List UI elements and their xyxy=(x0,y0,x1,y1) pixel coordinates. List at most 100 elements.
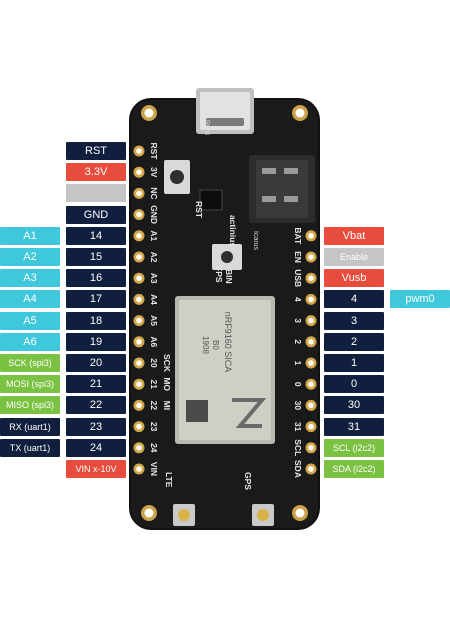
nordic-logo xyxy=(232,398,267,428)
left_function_labels-label: A4 xyxy=(0,290,60,309)
silkscreen-alt-label: MI xyxy=(162,401,172,410)
right_pin_labels-label: 31 xyxy=(324,417,384,436)
silkscreen-alt-label: MO xyxy=(162,377,172,391)
left_function_labels-label: SCK (spi3) xyxy=(0,354,60,372)
header-pin-hole xyxy=(308,445,314,451)
silkscreen-label: A2 xyxy=(149,252,159,263)
header-pin-hole xyxy=(136,190,142,197)
left_pin_labels-label: 20 xyxy=(66,354,126,372)
left_pin_labels-label: 21 xyxy=(66,375,126,394)
header-pin-hole xyxy=(136,339,142,345)
left_pin_labels-label: 15 xyxy=(66,248,126,266)
right_pin_labels-label: Enable xyxy=(324,248,384,266)
silkscreen-label: A6 xyxy=(149,336,159,347)
silkscreen-label: 24 xyxy=(149,443,159,453)
right_function_labels-label: pwm0 xyxy=(390,290,450,309)
left_function_labels-label: RX (uart1) xyxy=(0,417,60,436)
silkscreen-label: USB xyxy=(293,269,303,287)
left_function_labels-label: A1 xyxy=(0,226,60,245)
silkscreen-label: A3 xyxy=(149,273,159,284)
left_pin_labels-label: 22 xyxy=(66,396,126,415)
silkscreen-label: 21 xyxy=(149,379,159,389)
header-pin-hole xyxy=(136,466,142,472)
right-header-pins xyxy=(305,230,317,475)
silkscreen-label: 2 xyxy=(293,339,303,344)
left_function_labels-label: VIN x-10V xyxy=(66,460,126,478)
model-text: Icarus xyxy=(252,231,259,251)
right_pin_labels-label: 0 xyxy=(324,375,384,394)
small-chip xyxy=(199,189,223,211)
left_pin_labels-label: 18 xyxy=(66,311,126,330)
module-qr xyxy=(186,400,208,422)
left_function_labels-label: MISO (spi3) xyxy=(0,396,60,415)
right_pin_labels-label: 4 xyxy=(324,290,384,309)
silkscreen-label: 0 xyxy=(293,382,303,387)
silkscreen-label: BAT xyxy=(293,227,303,245)
left_function_labels-label: A5 xyxy=(0,311,60,330)
silkscreen-label: 20 xyxy=(149,358,159,368)
header-pin-hole xyxy=(308,296,314,303)
silkscreen-label: NC xyxy=(149,187,159,199)
header-pin-hole xyxy=(136,402,142,409)
header-pin-hole xyxy=(308,381,314,388)
left_pin_labels-label: 16 xyxy=(66,269,126,288)
silkscreen-label: GND xyxy=(149,205,159,224)
silkscreen-label: SCL xyxy=(293,439,303,456)
silkscreen-label: 23 xyxy=(149,422,159,432)
silkscreen-label: 30 xyxy=(293,401,303,411)
header-pin-hole xyxy=(308,233,314,239)
header-pin-hole xyxy=(136,423,142,430)
right_pin_labels-label: Vbat xyxy=(324,226,384,245)
header-pin-hole xyxy=(136,169,142,175)
silkscreen-label: 3V xyxy=(149,167,159,178)
header-pin-hole xyxy=(308,402,314,409)
silkscreen-label: A5 xyxy=(149,315,159,326)
silkscreen-label: 22 xyxy=(149,401,159,411)
module-line2: B0 xyxy=(211,340,220,350)
right_pin_labels-label: Vusb xyxy=(324,269,384,288)
silkscreen-alt-label: SCK xyxy=(162,354,172,373)
left_function_labels-label: MOSI (spi3) xyxy=(0,375,60,394)
left_pin_labels-label xyxy=(66,184,126,203)
header-pin-hole xyxy=(136,254,142,260)
left_pin_labels-label: 17 xyxy=(66,290,126,309)
rgb-silk: RGB xyxy=(203,120,210,136)
silkscreen-label: 3 xyxy=(293,318,303,323)
header-pin-hole xyxy=(136,317,142,324)
left_pin_labels-label: 14 xyxy=(66,226,126,245)
silkscreen-label: 1 xyxy=(293,361,303,366)
silkscreen-left: RST3VNCGNDA1A2A3A4A5A62021222324VINSCKMO… xyxy=(149,143,172,477)
silkscreen-label: EN xyxy=(293,251,303,263)
gps-silk: GPS xyxy=(243,472,253,490)
left_pin_labels-label: GND xyxy=(66,205,126,224)
left_function_labels-label: A2 xyxy=(0,248,60,266)
left_function_labels-label: A6 xyxy=(0,332,60,351)
header-pin-hole xyxy=(308,254,314,260)
header-pin-hole xyxy=(136,233,142,239)
header-pin-hole xyxy=(136,360,142,366)
brand-text: actinius xyxy=(228,215,238,247)
silkscreen-label: 31 xyxy=(293,422,303,432)
header-pin-hole xyxy=(136,148,142,154)
left_pin_labels-label: RST xyxy=(66,142,126,160)
module-line3: 1908 xyxy=(201,336,210,354)
left_function_labels-label: TX (uart1) xyxy=(0,438,60,457)
module-line1: nRF9160 SICA xyxy=(223,312,233,373)
left_pin_labels-label: 19 xyxy=(66,332,126,351)
right_pin_labels-label: 3 xyxy=(324,311,384,330)
bin-silk: BIN xyxy=(224,269,234,284)
header-pin-hole xyxy=(308,339,314,345)
header-pin-hole xyxy=(308,360,314,366)
header-pin-hole xyxy=(136,211,142,218)
header-pin-hole xyxy=(136,275,142,282)
fps-silk: FPS xyxy=(214,266,224,283)
header-pin-hole xyxy=(136,445,142,451)
silkscreen-label: SDA xyxy=(293,460,303,478)
silkscreen-label: 4 xyxy=(293,297,303,302)
silkscreen-label: VIN xyxy=(149,462,159,476)
header-pin-hole xyxy=(308,423,314,430)
right_pin_labels-label: 1 xyxy=(324,354,384,372)
right_pin_labels-label: 2 xyxy=(324,332,384,351)
rst-silk: RST xyxy=(194,201,204,219)
